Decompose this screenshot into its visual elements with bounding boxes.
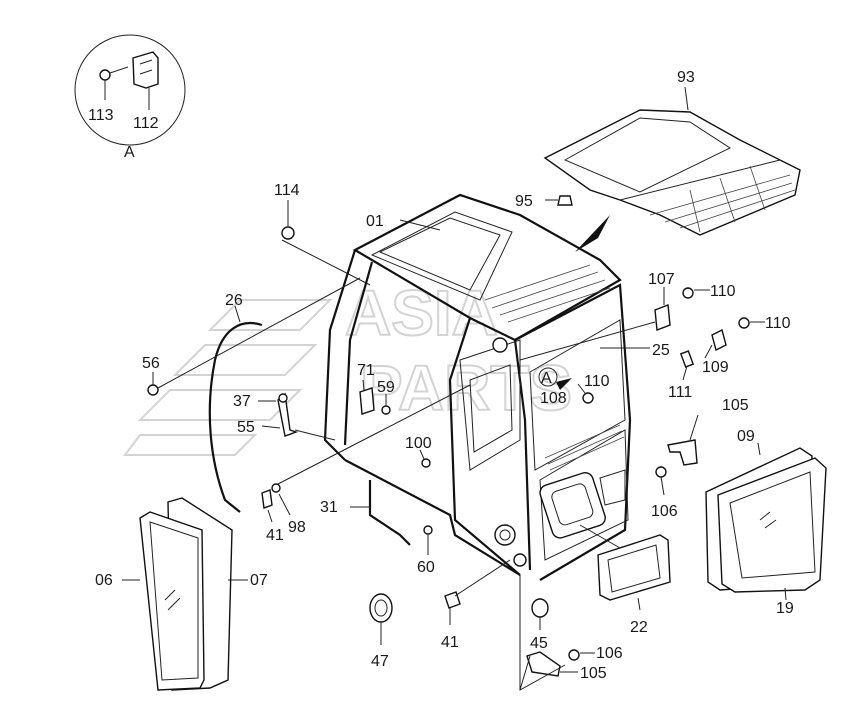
label-25-group: 25	[600, 342, 670, 359]
label-111: 111	[668, 384, 692, 401]
detail-a-marker: A	[538, 367, 572, 390]
label-110-mid: 110	[584, 373, 610, 390]
label-06: 06	[95, 572, 113, 589]
label-60: 60	[417, 559, 435, 576]
part-105-bracket-lower: 105	[526, 651, 607, 682]
part-105-bracket-upper: 105	[667, 397, 749, 466]
label-110-upper: 110	[710, 283, 736, 300]
label-107: 107	[648, 271, 675, 288]
label-100: 100	[405, 435, 432, 452]
label-59: 59	[377, 379, 395, 396]
part-112-clip	[132, 51, 159, 89]
window-seal-22: 22	[579, 524, 671, 636]
part-41-lower: 41	[441, 559, 511, 651]
marker-a: A	[541, 370, 552, 387]
part-114-cap: 114	[274, 182, 371, 286]
label-19: 19	[776, 600, 794, 617]
part-56-bolt: 56	[142, 277, 361, 396]
part-47-cap: 47	[369, 593, 393, 670]
part-45-grommet: 45	[530, 598, 549, 652]
part-110-upper: 110	[682, 283, 736, 300]
label-110-right: 110	[765, 315, 791, 332]
detail-label-a: A	[124, 144, 135, 161]
part-113-bolt	[99, 66, 129, 81]
part-71-59: 71 59	[357, 362, 395, 415]
front-glass-06-07: 06 07	[95, 497, 268, 691]
label-105-lower: 105	[580, 665, 607, 682]
roof-panel-93: 93	[543, 69, 801, 236]
detail-circle	[74, 34, 186, 146]
label-31: 31	[320, 499, 338, 516]
part-110-right: 110	[738, 315, 791, 332]
part-100-screw: 100	[405, 435, 432, 468]
label-45: 45	[530, 635, 548, 652]
detail-view-a: 113 112 A	[74, 34, 186, 161]
door-glass-09: 09 19	[705, 428, 827, 617]
rod-31: 31	[320, 480, 411, 546]
part-95-screw: 95	[515, 193, 573, 210]
watermark-line-1: ASIA	[345, 277, 498, 349]
label-113: 113	[88, 107, 114, 124]
part-106-upper: 106	[651, 466, 678, 520]
label-71: 71	[357, 362, 375, 379]
part-107-bracket: 107	[519, 271, 675, 361]
part-60-screw: 60	[417, 525, 435, 576]
label-109: 109	[702, 359, 729, 376]
label-56: 56	[142, 355, 160, 372]
cab-frame-01: 01	[323, 193, 632, 581]
label-41-upper: 41	[266, 527, 284, 544]
part-109-111: 109 111	[668, 328, 729, 401]
label-07: 07	[250, 572, 268, 589]
label-106-lower: 106	[596, 645, 623, 662]
watermark-line-2: PARTS	[360, 352, 572, 424]
label-98: 98	[288, 519, 306, 536]
label-01: 01	[366, 213, 384, 230]
label-93: 93	[677, 69, 695, 86]
assembly-arrow	[575, 215, 610, 252]
part-108: 108	[540, 390, 567, 407]
label-55: 55	[237, 419, 255, 436]
label-22: 22	[630, 619, 648, 636]
label-47: 47	[371, 653, 389, 670]
wire-harness-26: 26	[208, 292, 263, 513]
part-110-mid: 110	[577, 373, 610, 404]
label-26: 26	[225, 292, 243, 309]
part-41-98: 41 98	[261, 384, 471, 544]
watermark-stripes	[123, 299, 333, 456]
label-106-upper: 106	[651, 503, 678, 520]
label-37: 37	[233, 393, 251, 410]
label-108: 108	[540, 390, 567, 407]
label-25: 25	[652, 342, 670, 359]
label-41-lower: 41	[441, 634, 459, 651]
part-106-lower: 106	[568, 645, 623, 662]
label-95: 95	[515, 193, 533, 210]
label-114: 114	[274, 182, 300, 199]
bracket-37-55: 37 55	[233, 392, 336, 441]
label-112: 112	[133, 115, 159, 132]
label-105-upper: 105	[722, 397, 749, 414]
label-09: 09	[737, 428, 755, 445]
